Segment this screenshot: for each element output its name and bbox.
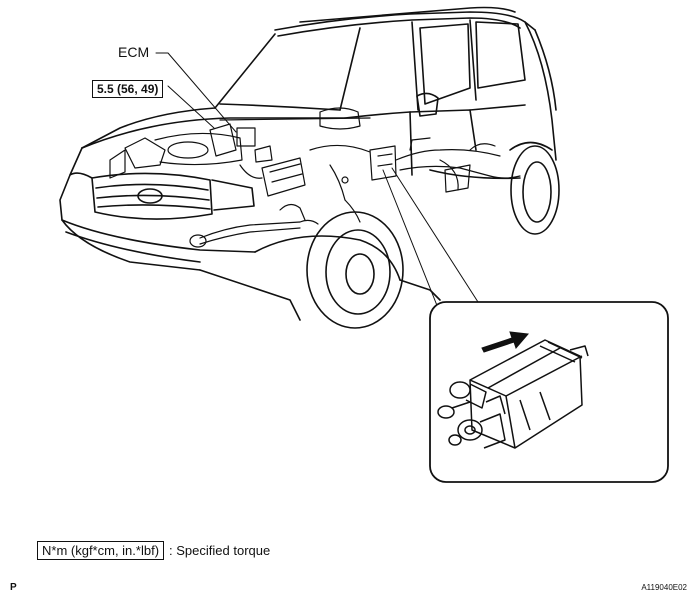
leader-lines — [155, 52, 479, 309]
ecm-label: ECM — [118, 44, 150, 60]
torque-value-box: 5.5 (56, 49) — [92, 80, 164, 98]
charcoal-canister-icon — [437, 339, 589, 449]
underbody-lines-icon — [369, 137, 521, 193]
figure-code: A119040E02 — [641, 583, 687, 592]
engine-bay-icon — [109, 107, 371, 248]
page-code: P — [10, 582, 17, 593]
vehicle-front-arrow-icon — [481, 331, 529, 353]
canister-callout-box — [429, 301, 669, 483]
torque-legend: N*m (kgf*cm, in.*lbf) : Specified torque — [37, 541, 270, 560]
legend-description: : Specified torque — [169, 543, 271, 558]
legend-units-box: N*m (kgf*cm, in.*lbf) — [37, 541, 165, 560]
suv-outline-icon — [59, 6, 560, 329]
